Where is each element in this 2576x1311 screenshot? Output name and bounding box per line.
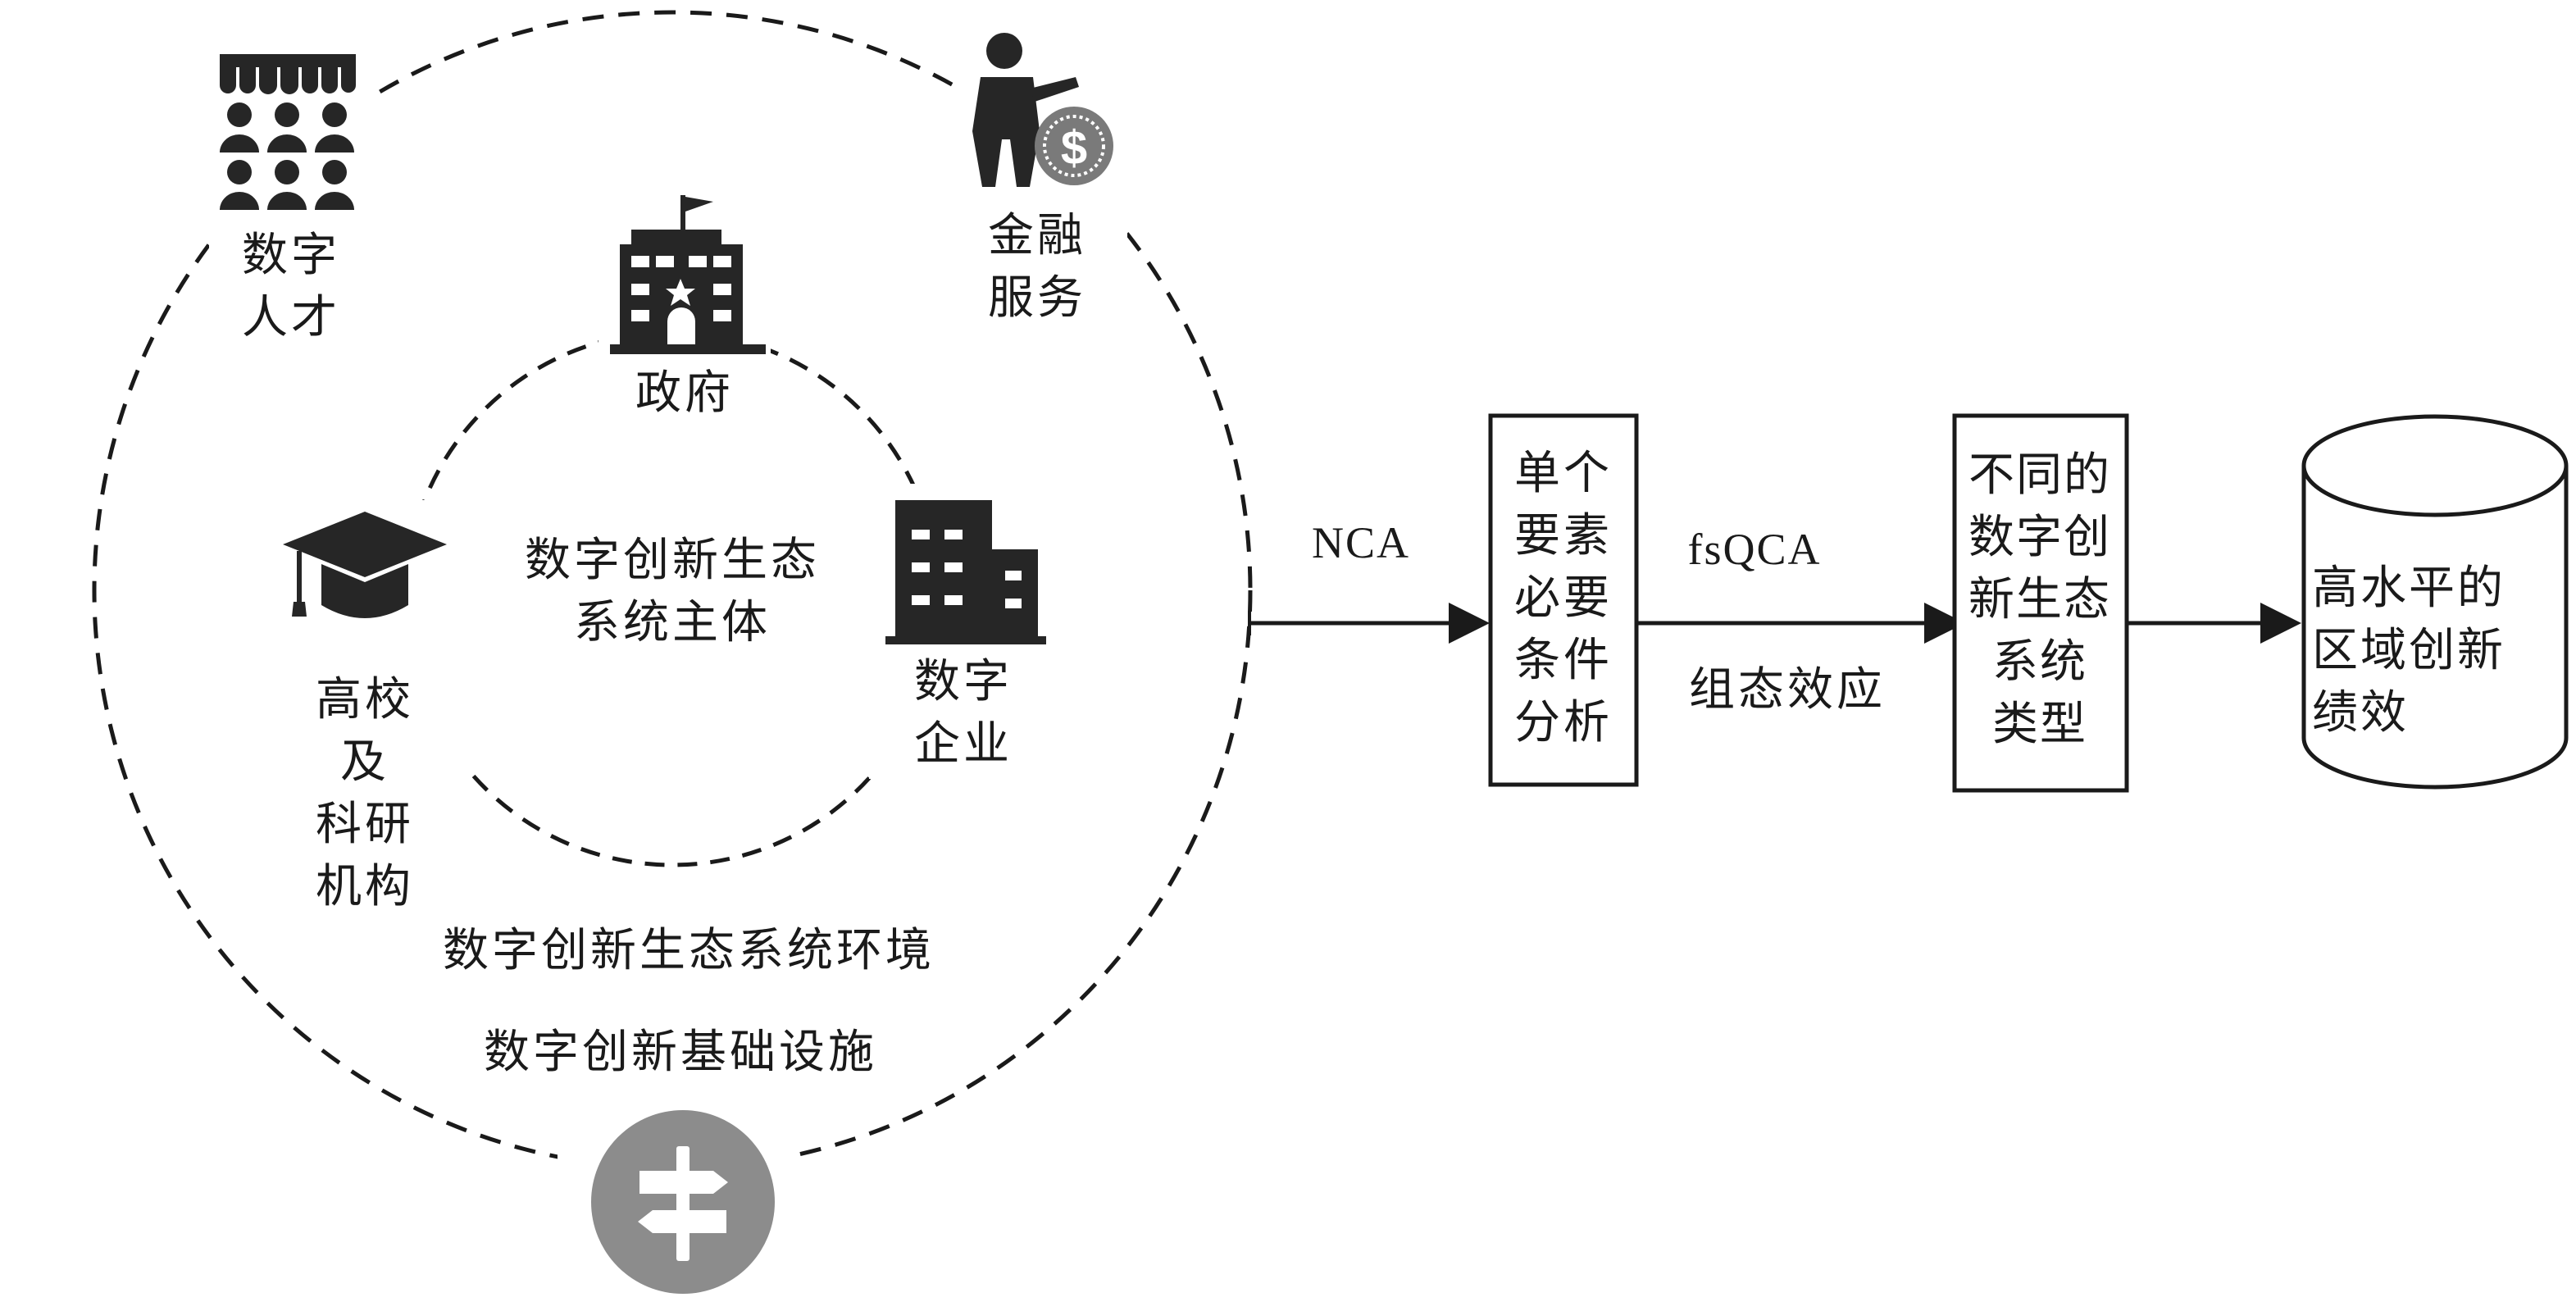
nca-box-text: 单个要素必要条件分析 <box>1514 447 1613 749</box>
universities-label: 高校及科研机构 <box>316 673 414 913</box>
ecosystem-types-box-text: 不同的数字创新生态系统类型 <box>1968 448 2111 751</box>
nca-box <box>1488 413 1639 787</box>
digital-enterprise-label: 数字企业 <box>914 655 1013 771</box>
financial-services-label: 金融服务 <box>988 209 1086 325</box>
businessman-dollar-icon: $ <box>972 33 1113 187</box>
ecosystem-environment-label: 数字创新生态系统环境 <box>443 924 935 977</box>
configuration-effect-label: 组态效应 <box>1689 663 1886 717</box>
government-building-icon <box>610 195 766 354</box>
digital-talent-label: 数字人才 <box>242 229 340 344</box>
company-building-icon <box>885 500 1046 644</box>
regional-innovation-performance-label: 高水平的区域创新绩效 <box>2312 562 2505 740</box>
nca-arrow-label: NCA <box>1311 518 1410 567</box>
svg-text:$: $ <box>1061 121 1087 175</box>
government-label: 政府 <box>635 366 734 420</box>
infrastructure-label: 数字创新基础设施 <box>484 1026 877 1079</box>
performance-cylinder <box>2301 414 2569 790</box>
people-group-icon <box>220 54 356 210</box>
ecosystem-subjects-label: 数字创新生态系统主体 <box>525 534 820 649</box>
ecosystem-types-box <box>1952 413 2129 793</box>
graduation-cap-icon <box>283 512 447 618</box>
fsqca-arrow-label: fsQCA <box>1687 525 1822 574</box>
signpost-icon <box>591 1110 775 1294</box>
